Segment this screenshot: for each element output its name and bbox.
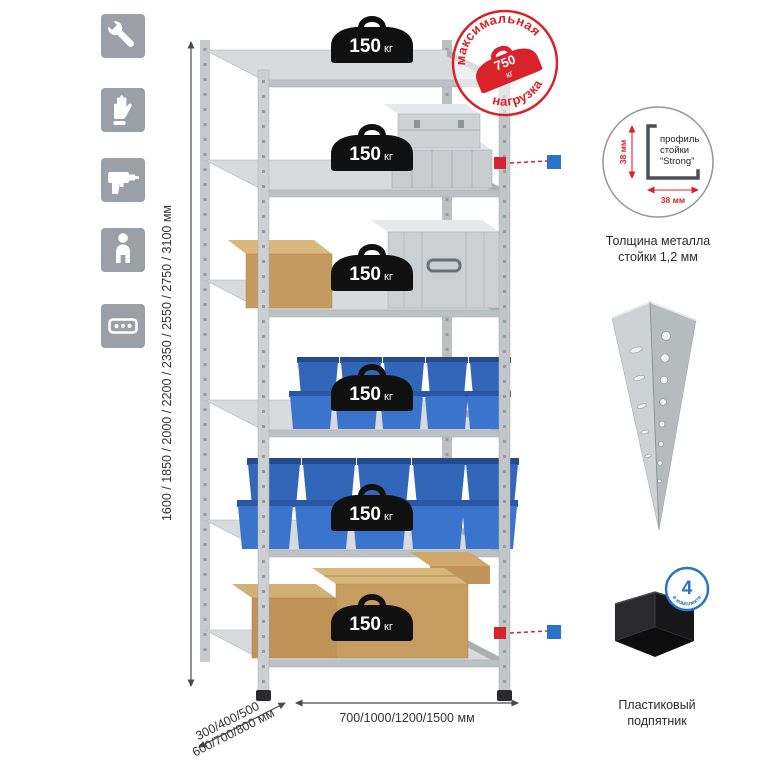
height-label: 1600 / 1850 / 2000 / 2200 / 2350 / 2550 … [160,205,174,521]
badge-circle [664,566,710,612]
angle-post-illustration [611,300,697,531]
depth-dimension: 300/400/500 600/700/800 мм [190,699,286,759]
foot-left [256,690,271,701]
load-unit: кг [384,43,393,55]
marker-red-bottom [494,627,506,639]
badge-value: 4 [682,578,693,599]
load-unit: кг [384,391,393,403]
feature-person [101,228,145,272]
marker-blue-bottom [547,625,561,639]
load-value: 150 [349,264,381,285]
profile-dim-vertical: 38 мм [618,140,628,164]
load-value: 150 [349,36,381,57]
foot-caption-2: подпятник [627,714,687,728]
width-dimension: 700/1000/1200/1500 мм [295,699,519,725]
foot-count-badge: 4 в комплекте [664,566,710,612]
load-value: 150 [349,504,381,525]
profile-dim-horizontal: 38 мм [661,195,685,205]
foot-right [497,690,512,701]
metal-case [370,220,501,309]
shelving-rack [200,40,519,701]
wrench-icon [105,18,134,47]
height-dimension: 1600 / 1850 / 2000 / 2200 / 2350 / 2550 … [160,41,195,687]
load-unit: кг [384,271,393,283]
person-icon [116,233,130,263]
profile-caption-2: стойки 1,2 мм [618,250,698,264]
load-value: 150 [349,144,381,165]
profile-cross-section [646,124,700,180]
marker-blue-top [547,155,561,169]
load-value: 150 [349,384,381,405]
profile-caption-1: Толщина металла [606,234,710,248]
load-unit: кг [384,511,393,523]
load-unit: кг [384,621,393,633]
aluminum-cases [376,104,493,189]
load-unit: кг [384,151,393,163]
profile-label-2: стойки [660,145,689,156]
feature-tools [101,14,145,58]
drill-icon [108,172,139,194]
feature-profile [101,304,145,348]
load-value: 150 [349,614,381,635]
feature-drill [101,158,145,202]
profile-label-1: профиль [660,134,699,145]
profile-callout: 38 мм 38 мм профиль стойки “Strong” [602,106,714,218]
marker-red-top [494,157,506,169]
width-label: 700/1000/1200/1500 мм [339,711,474,725]
perforated-profile-icon [108,318,138,334]
callout-markers [494,155,561,639]
glove-icon [113,95,132,125]
feature-gloves [101,88,145,132]
stamp-weight-unit: кг [504,68,515,80]
foot-caption-1: Пластиковый [618,698,695,712]
profile-label-3: “Strong” [660,156,694,167]
